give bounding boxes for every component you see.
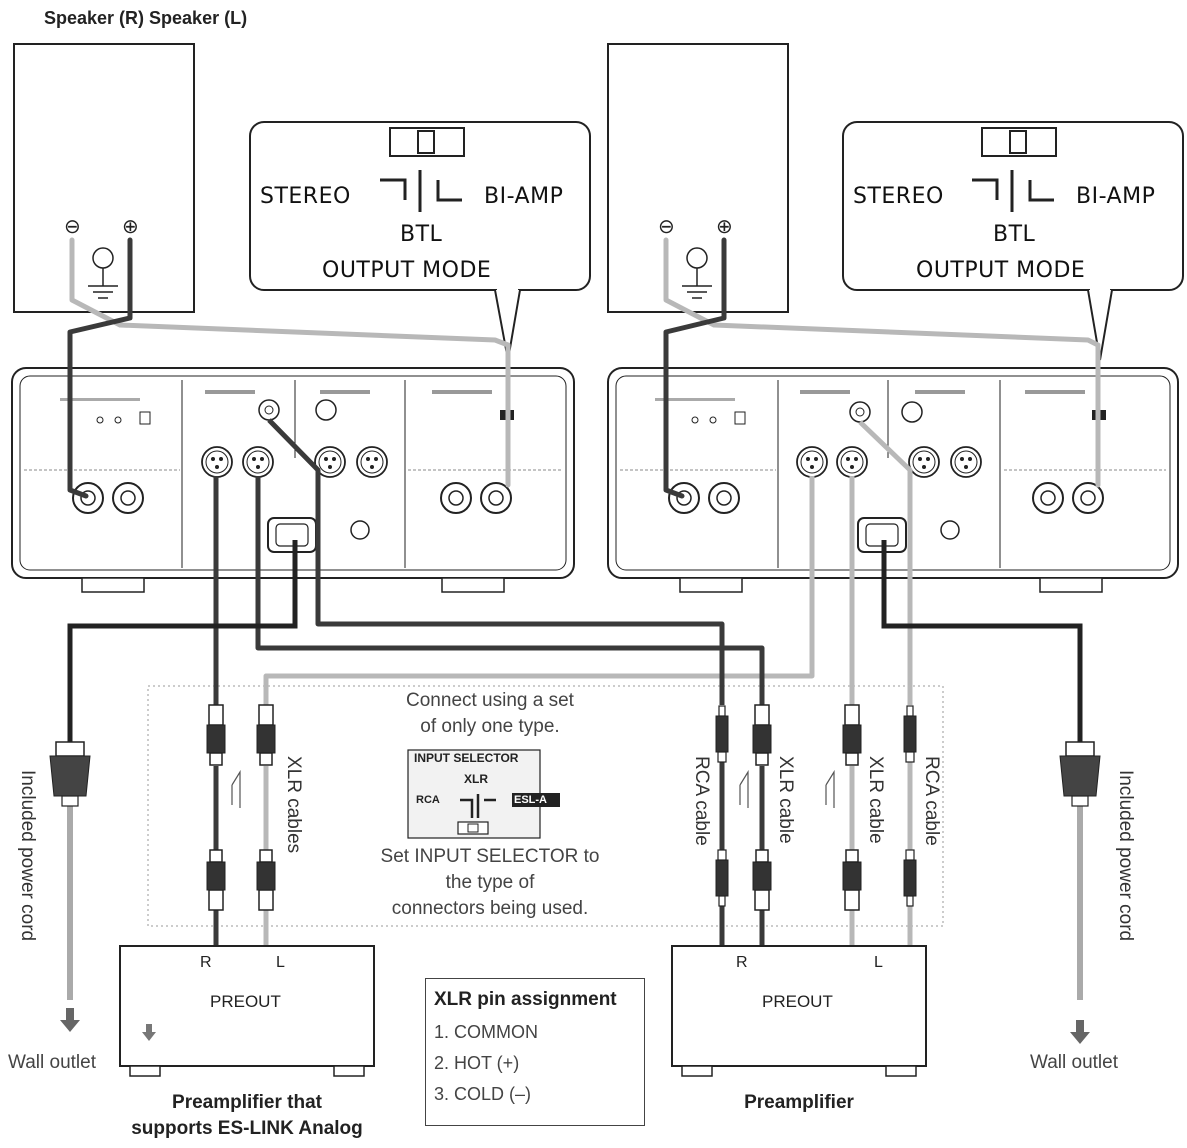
- preamp-left-r: R: [200, 954, 212, 971]
- rca-cable-label: RCA cable: [691, 756, 712, 846]
- output-mode-label: OUTPUT MODE: [916, 258, 1086, 283]
- preamplifier-left: [119, 945, 375, 1077]
- biamp-label: BI-AMP: [484, 184, 564, 209]
- xlr-cable-label: XLR cable: [775, 756, 796, 844]
- speaker-right: [13, 43, 195, 313]
- btl-label: BTL: [400, 222, 443, 247]
- power-cord-label: Included power cord: [1115, 770, 1136, 942]
- speakers-header: Speaker (R) Speaker (L): [44, 8, 248, 28]
- pin-item: 2. HOT (+): [434, 1053, 520, 1073]
- rca-cable-label: RCA cable: [921, 756, 942, 846]
- biamp-label: BI-AMP: [1076, 184, 1156, 209]
- xlr-pin-assignment-box: XLR pin assignment 1. COMMON 2. HOT (+) …: [425, 978, 645, 1126]
- xlr-cable-label: XLR cable: [865, 756, 886, 844]
- speaker-left: [607, 43, 789, 313]
- preamp-left-l: L: [276, 954, 285, 971]
- insert-arrow-icon: [231, 769, 835, 808]
- cable-choice-area: [147, 685, 944, 927]
- pin-item: 3. COLD (–): [434, 1084, 532, 1104]
- preamp-left-caption-line1: Preamplifier that: [172, 1092, 322, 1113]
- minus-terminal-icon: ⊖: [64, 216, 81, 238]
- power-cord-label: Included power cord: [17, 770, 38, 942]
- pin-assignment-title: XLR pin assignment: [434, 989, 617, 1010]
- power-plug-right: [1059, 741, 1101, 807]
- btl-label: BTL: [993, 222, 1036, 247]
- rca-plugs: [715, 705, 917, 907]
- preamp-right-r: R: [736, 954, 748, 971]
- preamp-left-preout: PREOUT: [210, 992, 281, 1011]
- input-selector-rca: RCA: [416, 794, 440, 806]
- preamp-right-l: L: [874, 954, 883, 971]
- plus-terminal-icon: ⊕: [122, 216, 139, 238]
- selector-note-line1: Set INPUT SELECTOR to: [380, 846, 600, 867]
- plus-terminal-icon: ⊕: [716, 216, 733, 238]
- output-mode-label: OUTPUT MODE: [322, 258, 492, 283]
- pin-item: 1. COMMON: [434, 1022, 539, 1042]
- preamp-right-preout: PREOUT: [762, 992, 833, 1011]
- connect-note-line2: of only one type.: [420, 716, 560, 737]
- input-selector-title: INPUT SELECTOR: [414, 751, 519, 765]
- selector-note-line2: the type of: [445, 872, 535, 893]
- minus-terminal-icon: ⊖: [658, 216, 675, 238]
- output-mode-callout-2: [842, 121, 1184, 361]
- preamplifier-right: [671, 945, 927, 1077]
- stereo-label: STEREO: [260, 184, 351, 209]
- speaker-cables: [67, 237, 1101, 499]
- preamp-right-caption-line1: Preamplifier: [744, 1092, 854, 1113]
- xlr-cables-label: XLR cables: [283, 756, 304, 854]
- wall-outlet-label: Wall outlet: [8, 1052, 96, 1073]
- wall-outlet-label: Wall outlet: [1030, 1052, 1118, 1073]
- connect-note-line1: Connect using a set: [406, 690, 574, 711]
- input-selector-panel: [407, 749, 560, 839]
- selector-note-line3: connectors being used.: [391, 898, 589, 919]
- preamp-left-caption-line2: supports ES-LINK Analog: [131, 1118, 363, 1139]
- input-selector-esl: ESL-A: [514, 794, 547, 806]
- stereo-label: STEREO: [853, 184, 944, 209]
- power-plug-left: [49, 741, 91, 807]
- input-selector-xlr: XLR: [464, 772, 488, 786]
- outlet-arrow-icon: [60, 1008, 80, 1032]
- amplifier-2: [607, 367, 1179, 593]
- power-cords: [67, 540, 1083, 1000]
- outlet-arrow-icon: [1070, 1020, 1090, 1044]
